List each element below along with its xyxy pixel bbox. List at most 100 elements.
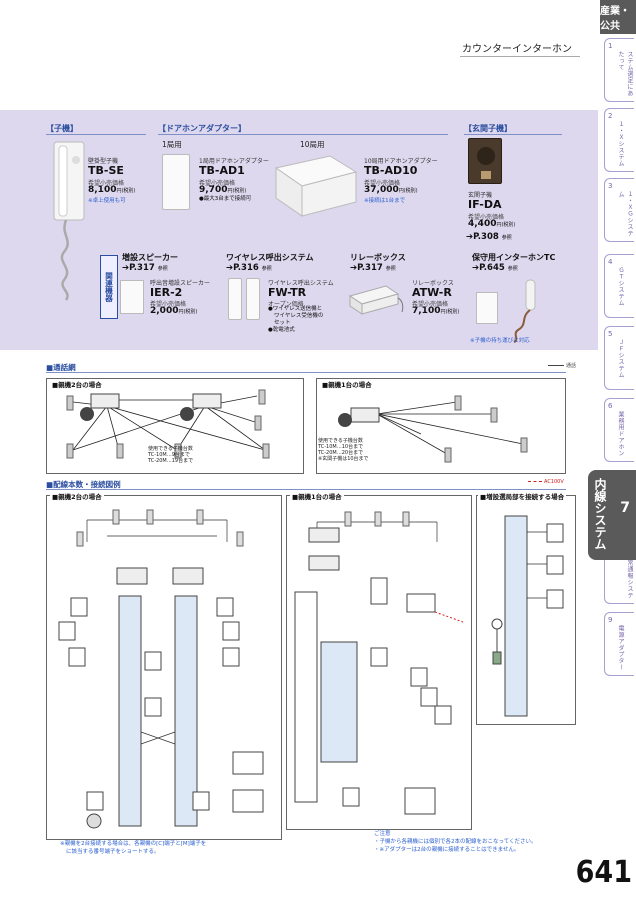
wireless-transmitter-image — [228, 278, 242, 320]
wiring-left-title: ■親機2台の場合 — [50, 491, 104, 501]
ifda-model: IF-DA — [468, 198, 502, 211]
wiring-mid-title: ■親機1台の場合 — [290, 491, 344, 501]
speaker-grille-icon — [477, 147, 495, 165]
ifda-price-label: 希望小売価格 — [468, 214, 505, 221]
wireless-receiver-image — [246, 278, 260, 320]
tbse-product-image — [53, 141, 85, 301]
tab-label: 内線システム — [593, 478, 607, 550]
tbad10-name: 10局用ドアホンアダプター — [364, 158, 438, 165]
ifda-product-image — [468, 138, 502, 184]
wireless-note-1: ●ワイヤレス送信機と — [268, 306, 323, 312]
tbad10-price-label: 希望小売価格 — [364, 180, 401, 187]
call-network-left-note: 使用できる子機台数 TC-10M…9台まで TC-20M…19台まで — [148, 446, 194, 464]
call-network-right-title: ■親機1台の場合 — [320, 379, 374, 389]
tbse-price-label: 希望小売価格 — [88, 180, 125, 187]
arrow-right-icon: ➔ — [122, 263, 130, 273]
wiring-frame-2 — [46, 495, 282, 840]
hold-ref[interactable]: ➔P.645 参照 — [472, 263, 518, 273]
wireless-note-3: セット — [274, 320, 291, 326]
tab-label: インターホンシステム選定にあたって — [617, 51, 636, 97]
atwr-product-image — [348, 285, 404, 315]
tbad10-note: ※接続は1台まで — [364, 198, 406, 204]
page-title: カウンターインターホン — [462, 44, 572, 55]
arrow-right-icon: ➔ — [472, 263, 480, 273]
ifda-ref[interactable]: ➔P.308 参照 — [466, 232, 512, 242]
tab-label: 電源アダプター — [617, 625, 624, 671]
sidebar-tab-active[interactable]: 内線システム 7 — [588, 470, 636, 560]
tbad10-price: 37,000円(税別) — [364, 185, 418, 195]
wireless-note-2: ワイヤレス受信機の — [274, 313, 324, 319]
call-network-frame-1 — [316, 378, 566, 474]
arrow-right-icon: ➔ — [226, 263, 234, 273]
sidebar-tab-6[interactable]: 6 業務用ドアホン — [604, 398, 634, 462]
tab-number: 6 — [608, 402, 613, 410]
tab-label: ＪＦシステム — [617, 339, 624, 378]
wireless-name: ワイヤレス呼出システム — [268, 280, 334, 287]
tc-jack-image — [476, 292, 498, 324]
wireless-model: FW-TR — [268, 286, 307, 299]
tab-number: 3 — [608, 182, 613, 190]
wiring-2-diagram — [58, 509, 264, 829]
tab-label: １・ＸＧシステム — [617, 191, 633, 237]
category-adapter: 【ドアホンアダプター】 — [158, 124, 246, 133]
divider — [460, 56, 580, 57]
tab-label: 非常通報システム — [617, 553, 633, 599]
wireless-note-4: ●乾電池式 — [268, 327, 295, 333]
tbad1-name: 1局用ドアホンアダプター — [199, 158, 269, 165]
arrow-right-icon: ➔ — [466, 232, 474, 242]
tbse-note: ※卓上使用も可 — [88, 198, 126, 204]
arrow-right-icon: ➔ — [350, 263, 358, 273]
wireless-open-price: オープン価格 — [268, 301, 304, 308]
wiring-legend: AC100V — [528, 479, 564, 485]
tbad10-product-image — [274, 155, 358, 217]
hold-title: 保守用インターホンTC — [472, 253, 556, 262]
adapter-1-label: 1局用 — [162, 140, 182, 149]
atwr-name: リレーボックス — [412, 280, 454, 287]
wireless-ref[interactable]: ➔P.316 参照 — [226, 263, 272, 273]
tbse-model: TB-SE — [88, 164, 124, 177]
divider — [46, 134, 146, 135]
divider — [46, 489, 566, 490]
divider — [46, 372, 566, 373]
tbad1-model: TB-AD1 — [199, 164, 245, 177]
ier2-name: 呼出音増設スピーカー — [150, 280, 211, 287]
tab-number: 4 — [608, 258, 613, 266]
tab-number: 7 — [620, 500, 630, 516]
relay-title: リレーボックス — [350, 253, 406, 262]
call-network-2-diagram — [66, 389, 270, 459]
tbad1-price-label: 希望小売価格 — [199, 180, 236, 187]
tab-number: 9 — [608, 616, 613, 624]
hold-note: ※子機の持ち運びに対応 — [470, 338, 530, 344]
tbse-price: 8,100円(税別) — [88, 185, 136, 195]
call-network-legend: 通話 — [548, 362, 576, 369]
ier2-price: 2,000円(税別) — [150, 306, 198, 316]
ier2-product-image — [120, 280, 144, 314]
tab-label: ＧＴシステム — [617, 267, 624, 306]
ier2-model: IER-2 — [150, 286, 183, 299]
atwr-model: ATW-R — [412, 286, 452, 299]
call-button-icon — [481, 171, 491, 179]
speaker-title: 増設スピーカー — [122, 253, 178, 262]
atwr-price: 7,100円(税別) — [412, 306, 460, 316]
tbad10-model: TB-AD10 — [364, 164, 418, 177]
tab-label: 業務用ドアホン — [617, 411, 624, 457]
sidebar-tab-9[interactable]: 9 電源アダプター — [604, 612, 634, 676]
ifda-name: 玄関子機 — [468, 192, 493, 199]
wiring-frame-1 — [286, 495, 472, 830]
related-devices-label: 関連機器 — [100, 255, 118, 319]
sidebar-tab-1[interactable]: 1インターホンシステム選定にあたって — [604, 38, 636, 102]
tc-handset-image — [513, 279, 536, 343]
relay-ref[interactable]: ➔P.317 参照 — [350, 263, 396, 273]
page-number: 641 — [575, 855, 632, 890]
tab-number: 2 — [608, 112, 613, 120]
speaker-ref[interactable]: ➔P.317 参照 — [122, 263, 168, 273]
tbad1-price: 9,700円(税別) — [199, 185, 247, 195]
wiring-left-footnote: ※親機を2台接続する場合は、各親機の[C]端子と[M]端子を に該当する番号端子… — [60, 841, 207, 855]
call-network-1-diagram — [338, 395, 528, 463]
sidebar-header: 産業・公共 — [600, 0, 636, 34]
sidebar-tab-3[interactable]: 3 １・ＸＧシステム — [604, 178, 634, 242]
section-sidebar: 産業・公共 1インターホンシステム選定にあたって 2１・Ｘシステム 3 １・ＸＧシ… — [600, 0, 636, 900]
